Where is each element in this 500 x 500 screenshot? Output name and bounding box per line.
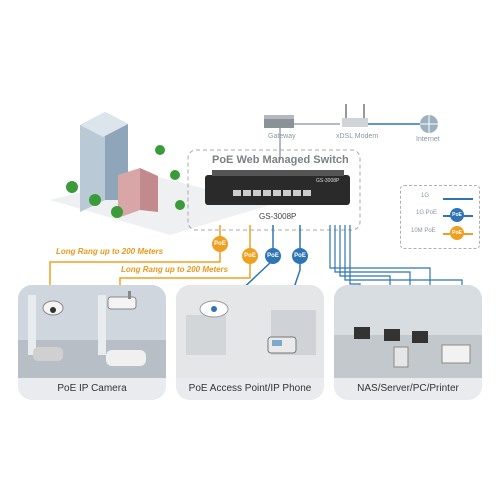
gateway-label: Gateway bbox=[268, 133, 296, 140]
card-nas-server-pc: NAS/Server/PC/Printer bbox=[334, 285, 482, 400]
tree bbox=[170, 170, 180, 180]
poe-badge-camera-2: PoE bbox=[242, 248, 258, 264]
switch-model-label: GS-3008P bbox=[259, 212, 297, 221]
pink-building-side bbox=[140, 168, 158, 212]
legend-line-1g bbox=[443, 198, 473, 200]
switch-top bbox=[212, 170, 344, 176]
distance-label-1: Long Rang up to 200 Meters bbox=[56, 247, 164, 256]
camera-bullet-icon bbox=[107, 296, 137, 310]
legend-item: 1G PoE PoE bbox=[416, 208, 477, 222]
internet-label: Internet bbox=[416, 136, 440, 143]
poe-badge-phone: PoE bbox=[292, 248, 308, 264]
card-label-ap: PoE Access Point/IP Phone bbox=[176, 378, 324, 400]
legend-label: 1G bbox=[421, 193, 430, 199]
pc-monitor-icon bbox=[384, 329, 400, 341]
car-icon bbox=[33, 347, 63, 361]
legend-badge-10m-poe: PoE bbox=[450, 226, 464, 240]
parking-garage-scene bbox=[18, 285, 166, 378]
car-icon bbox=[106, 350, 146, 366]
server-icon bbox=[393, 346, 409, 368]
card-poe-ip-camera: PoE IP Camera bbox=[18, 285, 166, 400]
switch-ports bbox=[233, 190, 311, 196]
switch-frame bbox=[187, 149, 361, 231]
gateway-device bbox=[264, 119, 294, 128]
pc-monitor-icon bbox=[412, 331, 428, 343]
pc-monitor-icon bbox=[354, 327, 370, 339]
tree bbox=[155, 145, 165, 155]
office-lobby-scene bbox=[176, 285, 324, 378]
office-building-top bbox=[80, 112, 128, 137]
printer-icon bbox=[441, 344, 471, 364]
tree bbox=[89, 194, 101, 206]
card-label-nas: NAS/Server/PC/Printer bbox=[334, 378, 482, 400]
office-building-left-face bbox=[80, 112, 105, 212]
modem-device bbox=[342, 118, 368, 127]
legend-label: 1G PoE bbox=[416, 210, 438, 216]
card-poe-ap-phone: PoE Access Point/IP Phone bbox=[176, 285, 324, 400]
nas-line-1 bbox=[329, 225, 431, 300]
card-label-camera: PoE IP Camera bbox=[18, 378, 166, 400]
pink-building-front bbox=[118, 168, 140, 218]
tree bbox=[66, 181, 78, 193]
camera-line-1 bbox=[49, 225, 221, 290]
distance-label-2: Long Rang up to 200 Meters bbox=[121, 265, 229, 274]
tree bbox=[111, 206, 123, 218]
switch-face-label: GS-3008P bbox=[316, 178, 340, 184]
legend-box: 1G 1G PoE PoE 10M PoE PoE bbox=[400, 185, 480, 249]
modem-label: xDSL Modem bbox=[336, 133, 379, 140]
poe-badge-camera-1: PoE bbox=[212, 236, 228, 252]
legend-badge-1g-poe: PoE bbox=[450, 208, 464, 222]
tree bbox=[175, 200, 185, 210]
legend-item: 10M PoE PoE bbox=[411, 226, 477, 240]
switch-title: PoE Web Managed Switch bbox=[212, 154, 349, 166]
office-workstations-scene bbox=[334, 285, 482, 378]
legend-item: 1G bbox=[421, 191, 477, 205]
poe-badge-ap: PoE bbox=[265, 248, 281, 264]
legend-label: 10M PoE bbox=[411, 228, 436, 234]
